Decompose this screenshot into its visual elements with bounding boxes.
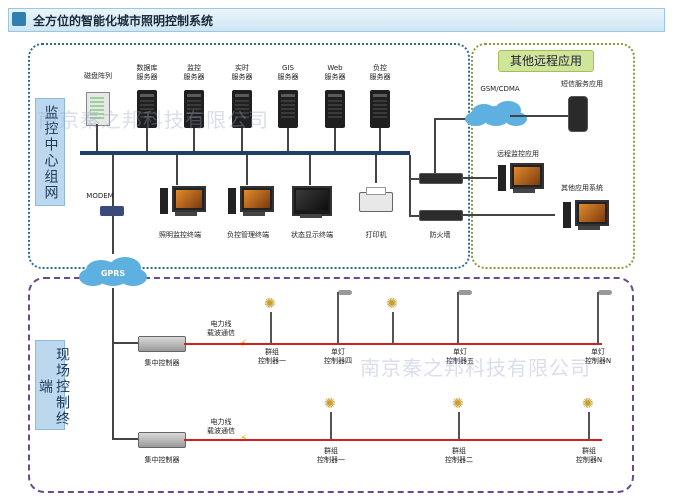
database-server-icon: [137, 90, 157, 128]
status-display-icon: [292, 186, 332, 216]
terminal-label: 打印机: [365, 231, 387, 239]
router-icon: [419, 173, 463, 184]
disk-array-icon: [86, 92, 110, 126]
tower-icon: [498, 165, 506, 191]
tree-lamp-icon: ✺: [386, 296, 398, 312]
modem-label: MODEM: [86, 192, 114, 200]
realtime-server-icon: [232, 90, 252, 128]
firewall-icon: [419, 210, 463, 221]
terminal-label: 状态显示终端: [291, 231, 333, 239]
remote-app-label: 短信服务应用: [561, 80, 603, 88]
server-label: GIS 服务器: [277, 64, 299, 81]
title-icon: [12, 12, 26, 26]
remote-app-label: 远程监控应用: [497, 150, 539, 158]
page-title: 全方位的智能化城市照明控制系统: [33, 14, 214, 28]
gprs-label: GPRS: [100, 269, 126, 278]
lightning-icon: ⚡: [240, 432, 248, 445]
tower-icon: [228, 188, 236, 214]
tree-lamp-icon: ✺: [582, 396, 594, 412]
gsm-cloud-icon: [482, 106, 510, 126]
node-label: 单灯 控制器五: [446, 348, 474, 365]
node-label: 群组 控制器二: [445, 447, 473, 464]
field-panel: [28, 277, 634, 493]
printer-icon: [359, 187, 393, 212]
node-label: 群组 控制器N: [575, 447, 603, 464]
plc-label: 电力线 载波通信: [207, 418, 235, 435]
power-line: [184, 343, 602, 345]
mobile-phone-icon: [568, 96, 588, 132]
load-management-terminal-icon: [240, 186, 274, 212]
server-label: Web 服务器: [324, 64, 346, 81]
title-bar: 全方位的智能化城市照明控制系统: [8, 8, 665, 32]
lighting-monitor-terminal-icon: [172, 186, 206, 212]
tree-lamp-icon: ✺: [264, 296, 276, 312]
tower-icon: [160, 188, 168, 214]
remote-monitor-icon: [510, 163, 544, 189]
remote-title: 其他远程应用: [498, 50, 594, 72]
node-label: 单灯 控制器四: [324, 348, 352, 365]
plc-label: 电力线 载波通信: [207, 320, 235, 337]
network-bus: [80, 151, 410, 155]
watermark: 南京秦之邦科技有限公司: [38, 108, 269, 132]
load-control-server-icon: [370, 90, 390, 128]
watermark: 南京秦之邦科技有限公司: [360, 356, 591, 380]
server-label: 数据库 服务器: [136, 64, 158, 81]
server-label: 监控 服务器: [183, 64, 205, 81]
street-lamp-icon: [458, 290, 472, 295]
gsm-label: GSM/CDMA: [480, 85, 520, 93]
tree-lamp-icon: ✺: [324, 396, 336, 412]
terminal-label: 防火墙: [429, 231, 451, 239]
central-controller-icon: [138, 336, 186, 352]
remote-panel: [471, 43, 635, 269]
server-label: 实时 服务器: [231, 64, 253, 81]
terminal-label: 负控管理终端: [227, 231, 269, 239]
remote-app-label: 其他应用系统: [561, 184, 603, 192]
other-system-monitor-icon: [575, 200, 609, 226]
tree-lamp-icon: ✺: [452, 396, 464, 412]
monitor-server-icon: [184, 90, 204, 128]
power-line: [184, 439, 602, 441]
node-label: 群组 控制器一: [258, 348, 286, 365]
monitor-center-panel: [28, 43, 470, 269]
street-lamp-icon: [338, 290, 352, 295]
tower-icon: [563, 202, 571, 228]
node-label: 群组 控制器一: [317, 447, 345, 464]
server-label: 磁盘阵列: [84, 72, 112, 80]
terminal-label: 照明监控终端: [159, 231, 201, 239]
central-controller-icon: [138, 432, 186, 448]
controller-label: 集中控制器: [144, 359, 180, 367]
gis-server-icon: [278, 90, 298, 128]
street-lamp-icon: [598, 290, 612, 295]
node-label: 单灯 控制器N: [584, 348, 612, 365]
server-label: 负控 服务器: [369, 64, 391, 81]
controller-label: 集中控制器: [144, 456, 180, 464]
monitor-center-label: 监控中心组网: [35, 98, 65, 206]
modem-icon: [100, 206, 124, 216]
field-label: 现场控制终端: [35, 340, 70, 430]
web-server-icon: [325, 90, 345, 128]
gprs-cloud-icon: [96, 262, 130, 286]
